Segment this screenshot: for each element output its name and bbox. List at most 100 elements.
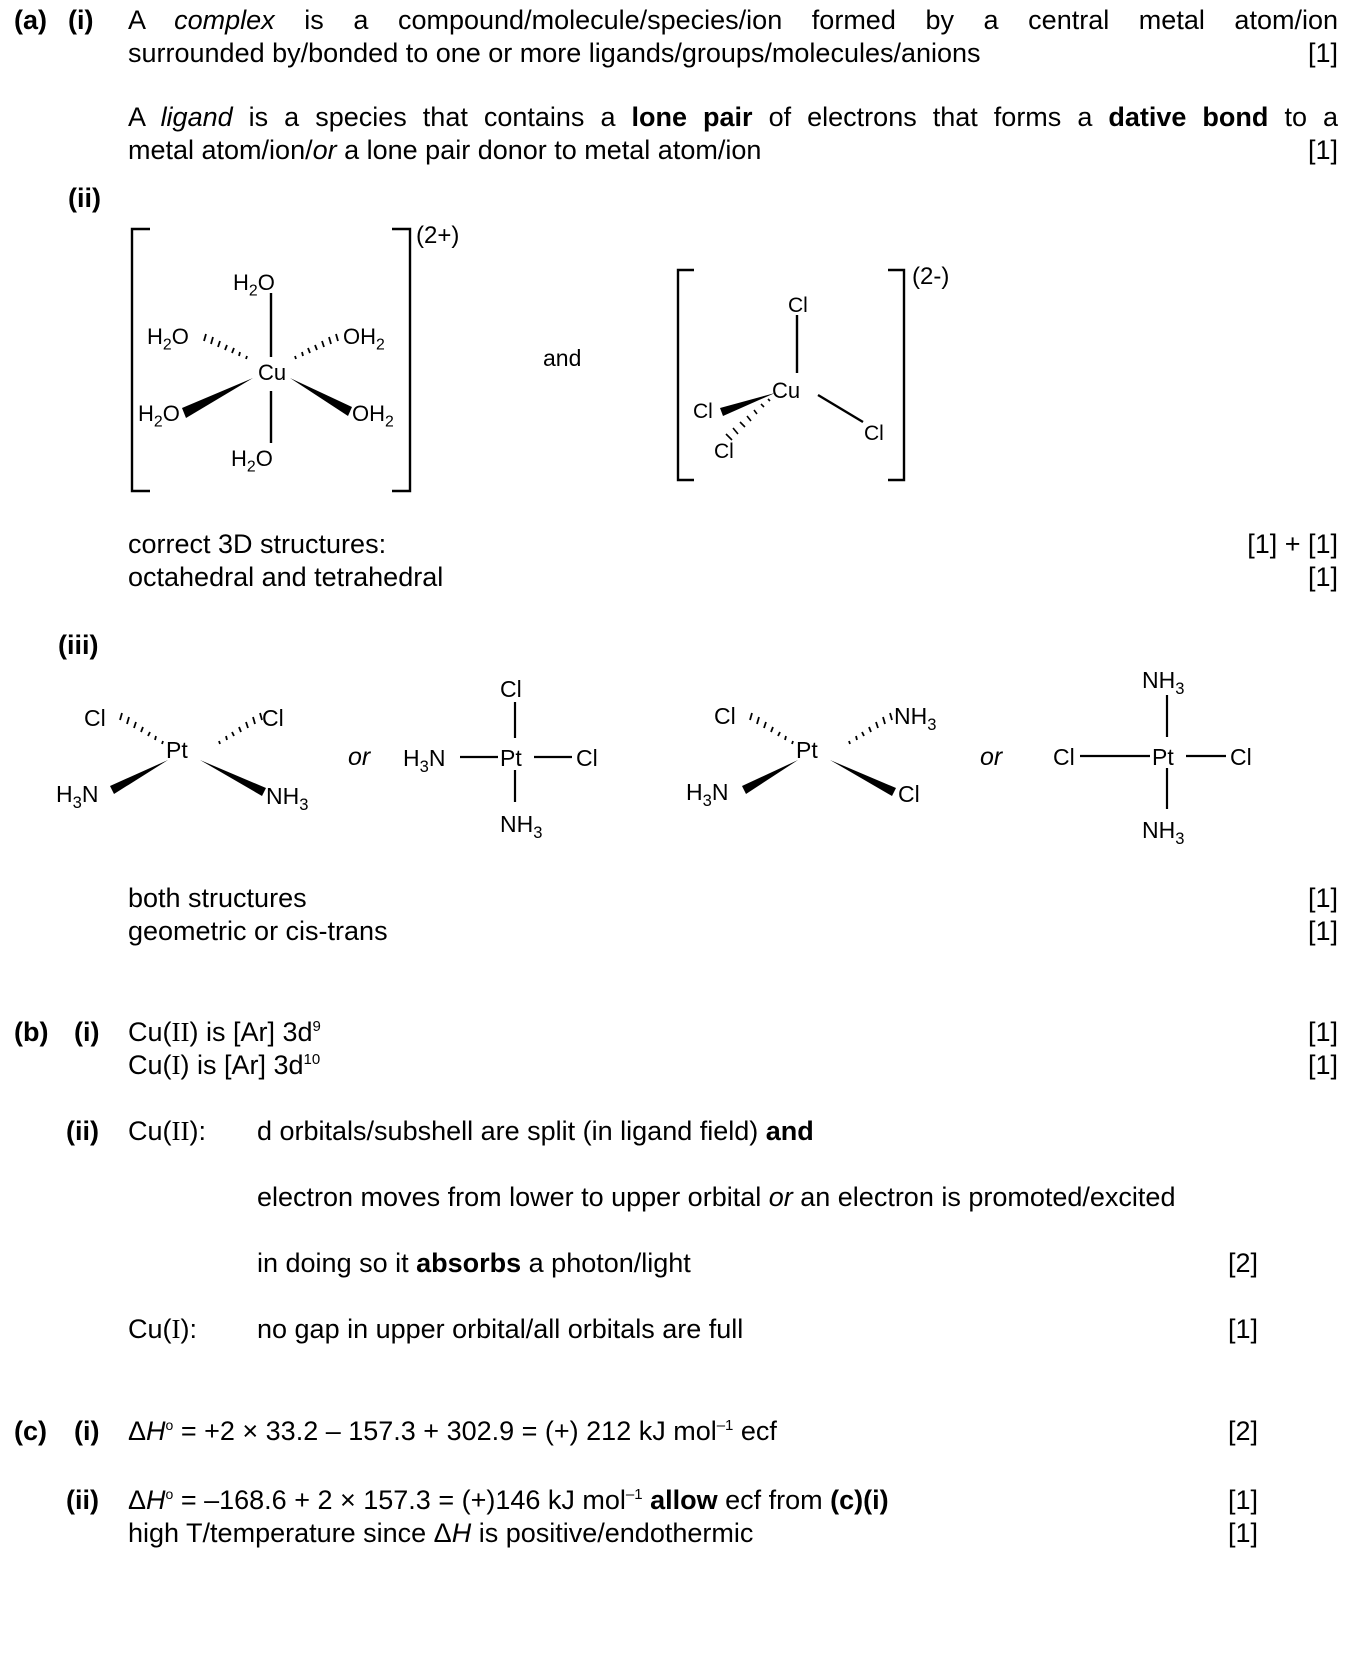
a-ii-mark1: [1] + [1] bbox=[1247, 529, 1338, 559]
trans-wedge-lr: Cl bbox=[898, 781, 920, 807]
cu2-label-b: ): bbox=[189, 1116, 207, 1146]
cu1-oxidation: I bbox=[171, 1049, 181, 1080]
c-i-delta: Δ bbox=[128, 1416, 147, 1446]
trans-flat-center: Pt bbox=[1152, 744, 1174, 770]
b-ii-line4: no gap in upper orbital/all orbitals are… bbox=[257, 1314, 744, 1344]
c-ii-h: H bbox=[146, 1485, 166, 1515]
cis-wedge-ur: Cl bbox=[262, 705, 284, 731]
c-i-tail: ecf bbox=[733, 1416, 777, 1446]
part-b-label: (b) bbox=[14, 1017, 49, 1047]
octa-lr-ligand: OH2 bbox=[352, 401, 394, 431]
octahedral-cu-complex-diagram: Cu H2O H2O H2O OH2 H2O OH2 (2+) bbox=[130, 222, 459, 493]
octa-ul-ligand: H2O bbox=[147, 324, 189, 354]
c-i-eq: = +2 × 33.2 – 157.3 + 302.9 = (+) 212 kJ… bbox=[173, 1416, 717, 1446]
b-ii-mark1: [2] bbox=[1227, 1248, 1258, 1278]
cu2-label-ox: II bbox=[171, 1116, 190, 1146]
b-i-answer: Cu(II) is [Ar] 3d9 [1] Cu(I) is [Ar] 3d1… bbox=[128, 1016, 1338, 1082]
a-ii-line2: octahedral and tetrahedral bbox=[128, 561, 444, 592]
a-iii-line2: geometric or cis-trans bbox=[128, 915, 388, 946]
b-ii-line2-a: electron moves from lower to upper orbit… bbox=[257, 1182, 769, 1212]
cu2-oxidation: II bbox=[171, 1017, 190, 1047]
trans-flat-bottom: NH3 bbox=[1142, 817, 1184, 848]
cu1-config-sup: 10 bbox=[303, 1050, 321, 1068]
part-a-label: (a) bbox=[14, 5, 47, 35]
complex-mark: [1] bbox=[1307, 37, 1338, 68]
b-ii-and: and bbox=[765, 1116, 814, 1146]
c-ii-mark1: [1] bbox=[1227, 1485, 1258, 1515]
octa-center-label: Cu bbox=[258, 360, 286, 385]
c-ii-line2-h: H bbox=[451, 1518, 472, 1548]
lone-pair-term: lone pair bbox=[631, 102, 753, 132]
c-ii-delta: Δ bbox=[128, 1485, 147, 1515]
part-c-label: (c) bbox=[14, 1416, 47, 1446]
ligand-term: ligand bbox=[160, 102, 233, 132]
part-c-ii-label: (ii) bbox=[66, 1485, 99, 1515]
tetra-lower-left-ligand: Cl bbox=[714, 440, 734, 463]
cu1-config-b: ) is [Ar] 3d bbox=[180, 1049, 304, 1080]
tetra-center-label: Cu bbox=[772, 378, 800, 403]
trans-wedge-ul: Cl bbox=[714, 703, 736, 729]
cu2-config-a: Cu( bbox=[128, 1017, 172, 1047]
ligand-mark: [1] bbox=[1307, 134, 1338, 165]
cis-wedge-center: Pt bbox=[166, 737, 188, 763]
cis-flat-center: Pt bbox=[500, 745, 522, 771]
and-text: and bbox=[543, 345, 582, 371]
complex-definition: A complex is a compound/molecule/species… bbox=[128, 4, 1338, 70]
octa-bottom-ligand: H2O bbox=[231, 446, 273, 476]
ligand-line2-b: a lone pair donor to metal atom/ion bbox=[336, 134, 762, 165]
c-ii-space bbox=[643, 1485, 651, 1515]
cis-flat-top: Cl bbox=[500, 676, 522, 702]
cu1-label-ox: I bbox=[171, 1314, 181, 1344]
a-iii-mark1: [1] bbox=[1307, 883, 1338, 913]
cis-wedge-lr: NH3 bbox=[266, 783, 308, 814]
cu2-label: Cu(II): bbox=[128, 1115, 206, 1148]
cu2-config-b: ) is [Ar] 3d bbox=[189, 1017, 313, 1047]
a-iii-mark2: [1] bbox=[1307, 915, 1338, 946]
cis-flat-right: Cl bbox=[576, 745, 598, 771]
c-ii-sup: –1 bbox=[625, 1486, 643, 1503]
octa-top-ligand: H2O bbox=[233, 270, 275, 300]
complex-term: complex bbox=[174, 5, 275, 35]
part-a-i-label: (i) bbox=[68, 5, 94, 35]
trans-flat-top: NH3 bbox=[1142, 667, 1184, 698]
c-ii-line2: high T/temperature since ΔH is positive/… bbox=[128, 1517, 753, 1550]
octa-ll-ligand: H2O bbox=[138, 401, 180, 431]
cis-flat-bottom: NH3 bbox=[500, 811, 542, 842]
cis-wedge-ll: H3N bbox=[56, 781, 98, 812]
article-a: A bbox=[128, 5, 175, 35]
or-text-2: or bbox=[980, 743, 1003, 771]
b-i-mark2: [1] bbox=[1307, 1049, 1338, 1080]
b-i-mark1: [1] bbox=[1307, 1017, 1338, 1047]
ligand-text-3: of electrons that forms a bbox=[752, 102, 1109, 132]
cis-wedge-ul: Cl bbox=[84, 705, 106, 731]
part-a-iii-label: (iii) bbox=[58, 630, 99, 660]
ligand-text-4: to a bbox=[1268, 102, 1339, 132]
a-iii-line1: both structures bbox=[128, 883, 307, 913]
ligand-line2-or: or bbox=[312, 134, 337, 165]
b-ii-line1-text: d orbitals/subshell are split (in ligand… bbox=[257, 1116, 766, 1146]
tetrahedral-cu-complex-diagram: Cu Cl Cl Cl Cl (2-) bbox=[676, 263, 949, 482]
c-i-mark: [2] bbox=[1227, 1416, 1258, 1446]
ligand-text-1: A bbox=[128, 102, 161, 132]
tetra-left-ligand: Cl bbox=[693, 400, 713, 423]
ligand-definition: A ligand is a species that contains a lo… bbox=[128, 101, 1338, 167]
c-ii-ref: (c)(i) bbox=[830, 1485, 889, 1515]
trans-wedge-ur: NH3 bbox=[894, 703, 936, 734]
part-b-ii-label: (ii) bbox=[66, 1116, 99, 1146]
c-i-h: H bbox=[146, 1416, 166, 1446]
c-ii-mark2: [1] bbox=[1227, 1518, 1258, 1548]
cu2-label-a: Cu( bbox=[128, 1116, 172, 1146]
a-ii-answer: correct 3D structures: [1] + [1] octahed… bbox=[128, 528, 1338, 594]
b-ii-line3-b: a photon/light bbox=[521, 1248, 691, 1278]
cis-platin-flat-diagram: Cl Pt H3N Cl NH3 bbox=[403, 676, 598, 842]
cu1-config-a: Cu( bbox=[128, 1049, 172, 1080]
cu2-config: Cu(II) is [Ar] 3d9 bbox=[128, 1017, 321, 1047]
a-ii-mark2: [1] bbox=[1307, 561, 1338, 592]
complex-line2: surrounded by/bonded to one or more liga… bbox=[128, 37, 981, 68]
c-ii-standard-sign: o bbox=[165, 1486, 174, 1502]
c-i-sup: –1 bbox=[716, 1417, 734, 1434]
c-i-standard-sign: o bbox=[165, 1417, 174, 1433]
or-text-1: or bbox=[348, 743, 371, 771]
trans-platin-flat-diagram: NH3 Pt Cl Cl NH3 bbox=[1053, 667, 1252, 848]
part-c-i-label: (i) bbox=[74, 1416, 100, 1446]
